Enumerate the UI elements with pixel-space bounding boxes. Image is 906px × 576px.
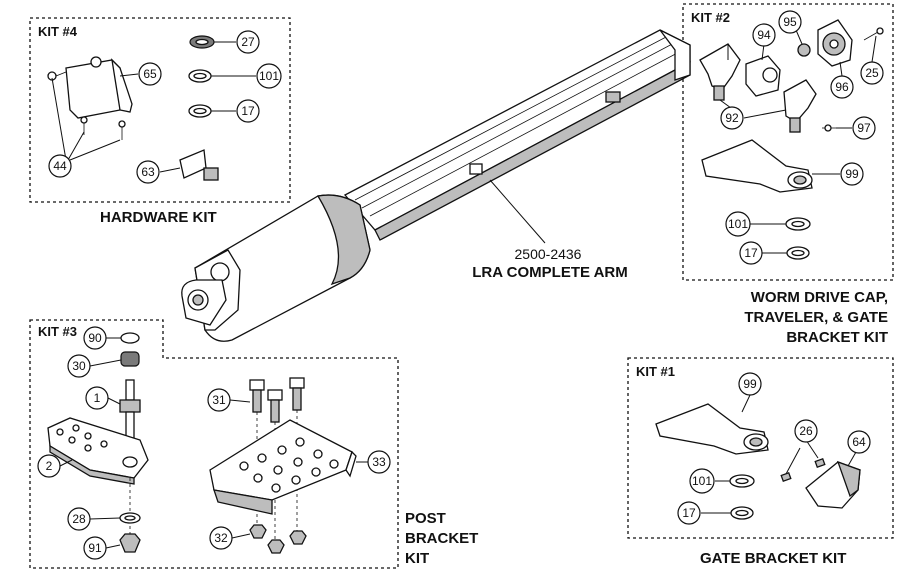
svg-text:96: 96: [835, 80, 849, 94]
callout-32: 32: [209, 526, 233, 550]
callout-17: 17: [677, 501, 701, 525]
kit1-caption: GATE BRACKET KIT: [700, 550, 846, 567]
callout-63: 63: [136, 160, 160, 184]
kit1-parts: [655, 403, 861, 520]
kit4-label: KIT #4: [38, 24, 78, 39]
callout-64: 64: [847, 430, 871, 454]
svg-text:17: 17: [682, 506, 696, 520]
callout-44: 44: [48, 154, 72, 178]
svg-text:33: 33: [372, 455, 386, 469]
kit3-caption-line2: BRACKET: [405, 530, 478, 547]
arm-leader: [489, 179, 546, 244]
arm-name: LRA COMPLETE ARM: [472, 264, 628, 281]
callout-26: 26: [794, 419, 818, 443]
svg-text:1: 1: [94, 391, 101, 405]
callout-99: 99: [738, 372, 762, 396]
kit2-parts: [699, 19, 884, 260]
arm-part-number: 2500-2436: [515, 246, 582, 262]
svg-text:65: 65: [143, 67, 157, 81]
kit2-box: [682, 3, 894, 281]
kit3-caption-line3: KIT: [405, 550, 429, 567]
svg-text:91: 91: [88, 541, 102, 555]
callout-92: 92: [720, 106, 744, 130]
svg-text:27: 27: [241, 35, 255, 49]
svg-text:64: 64: [852, 435, 866, 449]
svg-text:44: 44: [53, 159, 67, 173]
svg-text:25: 25: [865, 66, 879, 80]
callout-1: 1: [85, 386, 109, 410]
kit2-caption-line3: BRACKET KIT: [786, 329, 888, 346]
svg-text:92: 92: [725, 111, 739, 125]
callout-65: 65: [138, 62, 162, 86]
svg-text:94: 94: [757, 28, 771, 42]
svg-text:17: 17: [241, 104, 255, 118]
svg-text:17: 17: [744, 246, 758, 260]
callout-27: 27: [236, 30, 260, 54]
svg-text:90: 90: [88, 331, 102, 345]
svg-text:32: 32: [214, 531, 228, 545]
svg-text:99: 99: [845, 167, 859, 181]
callout-33: 33: [367, 450, 391, 474]
kit2-caption-line1: WORM DRIVE CAP,: [751, 289, 888, 306]
callout-17: 17: [739, 241, 763, 265]
kit1-label: KIT #1: [636, 364, 675, 379]
svg-text:30: 30: [72, 359, 86, 373]
svg-text:2: 2: [46, 459, 53, 473]
callout-31: 31: [207, 388, 231, 412]
callout-90: 90: [83, 326, 107, 350]
callout-94: 94: [752, 23, 776, 47]
kit2-label: KIT #2: [691, 10, 730, 25]
svg-text:31: 31: [212, 393, 226, 407]
kit1-box: [627, 357, 894, 539]
svg-text:26: 26: [799, 424, 813, 438]
callout-30: 30: [67, 354, 91, 378]
kit3-label: KIT #3: [38, 324, 77, 339]
callout-25: 25: [860, 61, 884, 85]
callout-101: 101: [725, 211, 751, 237]
callout-101: 101: [689, 468, 715, 494]
kit2-caption-line2: TRAVELER, & GATE: [744, 309, 888, 326]
svg-text:97: 97: [857, 121, 871, 135]
callout-91: 91: [83, 536, 107, 560]
callout-101: 101: [256, 63, 282, 89]
arm-assembly: [181, 29, 691, 342]
svg-text:101: 101: [692, 474, 712, 488]
kit3-box: [29, 319, 399, 569]
callout-97: 97: [852, 116, 876, 140]
svg-text:63: 63: [141, 165, 155, 179]
callouts: 27 101 17 65 44 63 95 94 96 25 92 97 99 …: [37, 10, 884, 560]
kit3-caption-line1: POST: [405, 510, 446, 527]
callout-95: 95: [778, 10, 802, 34]
svg-text:101: 101: [259, 69, 279, 83]
svg-text:99: 99: [743, 377, 757, 391]
callout-99: 99: [840, 162, 864, 186]
svg-text:28: 28: [72, 512, 86, 526]
callout-28: 28: [67, 507, 91, 531]
svg-text:101: 101: [728, 217, 748, 231]
kit4-caption: HARDWARE KIT: [100, 209, 217, 226]
svg-text:95: 95: [783, 15, 797, 29]
callout-17: 17: [236, 99, 260, 123]
kit4-parts: [47, 35, 219, 181]
callout-2: 2: [37, 454, 61, 478]
callout-96: 96: [830, 75, 854, 99]
kit3-parts: [47, 332, 357, 554]
